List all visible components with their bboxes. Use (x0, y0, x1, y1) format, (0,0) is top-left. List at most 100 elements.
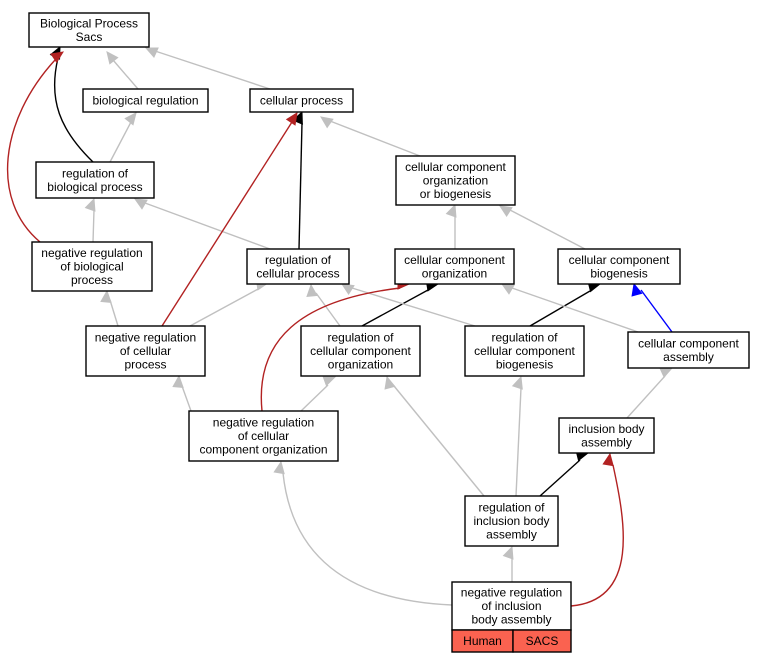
node-label-line: organization (423, 174, 488, 188)
arrowhead (445, 203, 457, 218)
node-label-line: cellular component (474, 344, 575, 358)
edge-line (154, 50, 271, 90)
node-label-line: regulation of (327, 331, 394, 345)
edge-line (329, 120, 421, 157)
edge-cc-biogenesis-to-ccob (498, 205, 586, 250)
edge-line (161, 121, 293, 327)
node-label-line: cellular component (569, 253, 670, 267)
node-label-line: cellular component (404, 253, 505, 267)
arrowhead (133, 198, 148, 210)
node-label-line: Biological Process (40, 16, 138, 30)
node-box (451, 581, 572, 631)
node-box (85, 325, 206, 377)
edge-reg-cc-biogenesis-to-cc-biogenesis (529, 281, 602, 327)
edge-cc-assembly-to-cc-biogenesis (631, 282, 673, 333)
edge-neg-reg-bio-to-reg-bio (84, 197, 96, 243)
edge-line (640, 289, 673, 333)
edge-line (282, 472, 453, 606)
edge-line (300, 384, 329, 412)
edge-line (361, 289, 429, 327)
arrowhead (106, 51, 119, 65)
node-box (300, 325, 421, 377)
node-box (627, 331, 750, 369)
node-label-line: negative regulation (95, 331, 196, 345)
edge-neg-reg-cc-org-to-reg-cc-org (300, 375, 337, 412)
node-label-line: body assembly (471, 613, 551, 627)
node-box (557, 248, 681, 285)
edge-reg-cc-org-to-reg-cell (306, 283, 341, 327)
edge-line (92, 209, 95, 243)
node-biological-regulation[interactable]: biological regulation (82, 88, 209, 113)
edge-line (189, 287, 261, 327)
edge-neg-reg-bio-process-to-root (6, 51, 65, 243)
node-label-line: of inclusion (481, 599, 541, 613)
arrowhead (602, 452, 614, 467)
node-label-line: regulation of (265, 253, 332, 267)
node-label-line: cellular process (256, 266, 339, 280)
edge-ccob-to-cellular-process (320, 116, 421, 157)
arrowhead (100, 289, 112, 303)
node-label-line: assembly (581, 435, 632, 449)
edge-neg-reg-cell-to-cellular-process (161, 111, 298, 327)
arrowhead (306, 283, 318, 297)
node-box (246, 248, 350, 285)
node-label-line: organization (422, 266, 487, 280)
edge-neg-reg-inclusion-to-neg-reg-cc-org (273, 460, 453, 606)
node-label-line: or biogenesis (420, 187, 491, 201)
node-label-line: cellular component (310, 344, 411, 358)
edge-line (144, 202, 271, 250)
node-box (464, 495, 559, 547)
edge-reg-cell-process-to-reg-bio (133, 198, 271, 250)
edge-neg-reg-inclusion-to-inclusion-body (570, 452, 624, 607)
node-box (464, 325, 585, 377)
arrowhead (384, 375, 396, 390)
gene-cell (512, 629, 572, 653)
edge-neg-reg-cell-to-neg-reg-bio (100, 289, 119, 327)
edge-reg-inclusion-to-inclusion-body (539, 450, 590, 497)
node-label-line: biogenesis (496, 358, 553, 372)
arrowhead (285, 111, 298, 126)
node-label-line: of biological (60, 260, 123, 274)
arrowhead (320, 116, 334, 129)
edge-reg-cc-biogenesis-to-reg-cell (340, 283, 476, 327)
gene-label: SACS (526, 634, 559, 648)
edge-reg-inclusion-to-reg-cc-org (384, 375, 485, 497)
node-label-line: process (124, 358, 166, 372)
arrowhead (124, 112, 137, 126)
arrowhead (502, 545, 514, 560)
node-label-line: negative regulation (461, 586, 562, 600)
arrowhead (84, 197, 96, 212)
node-label-line: organization (328, 358, 393, 372)
node-box (395, 155, 516, 206)
node-box (31, 241, 153, 292)
node-label-line: assembly (486, 528, 537, 542)
node-cellular-process[interactable]: cellular process (249, 88, 354, 113)
node-label-line: inclusion body (568, 422, 644, 436)
edge-line (351, 287, 476, 327)
edge-reg-inclusion-to-reg-cc-biogenesis (511, 375, 523, 497)
node-box (28, 12, 150, 48)
edge-cellular-process-to-root (144, 47, 271, 90)
arrowhead (50, 51, 65, 64)
edge-biological-regulation-to-root (106, 51, 139, 90)
edge-line (109, 121, 132, 163)
edge-line (6, 59, 56, 243)
arrowhead (498, 205, 513, 218)
edge-line (570, 464, 624, 607)
